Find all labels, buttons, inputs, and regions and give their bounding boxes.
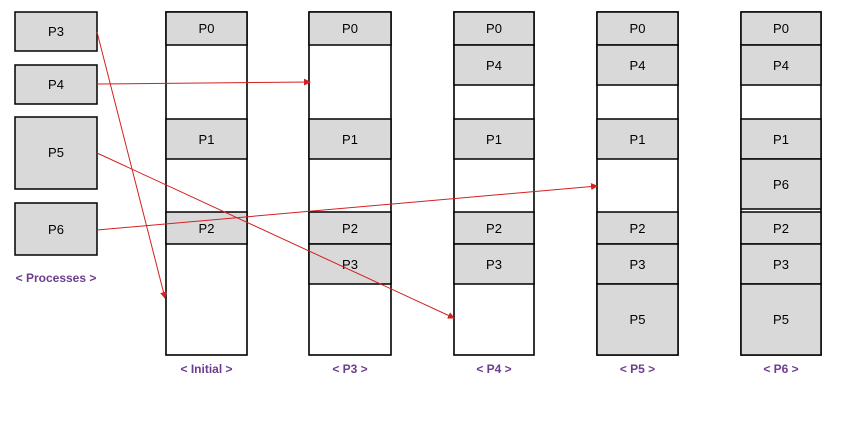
block-label: P1 [630,132,646,147]
block-label: P1 [773,132,789,147]
arrow-p4-to-p3 [96,78,311,86]
process-p4-block [14,64,98,105]
block-label: P2 [773,221,789,236]
process-p5-label: P5 [48,145,64,160]
column-caption: < Initial > [180,362,232,376]
column-caption: < P3 > [332,362,367,376]
allocation-arrows [96,31,598,319]
block-label: P1 [199,132,215,147]
block-p3 [740,243,822,285]
block-label: P0 [199,21,215,36]
arrow-p5-to-p4 [96,152,455,319]
block-p1 [165,118,248,160]
block-p1 [453,118,535,160]
block-label: P0 [630,21,646,36]
process-p6-block [14,202,98,256]
column-caption: < P6 > [763,362,798,376]
arrow-p6-to-p5 [96,183,598,231]
block-p2 [596,211,679,245]
block-label: P4 [773,58,789,73]
block-label: P3 [773,257,789,272]
block-label: P5 [630,312,646,327]
column-caption: < P5 > [620,362,655,376]
block-p3 [453,243,535,285]
block-label: P1 [486,132,502,147]
block-label: P2 [199,221,215,236]
block-label: P0 [342,21,358,36]
block-label: P2 [630,221,646,236]
block-label: P4 [486,58,502,73]
memory-column-p4: P0 P4 P1 P2 P3 < P4 > [453,11,535,376]
memory-column-p3: P0 P1 P2 P3 < P3 > [308,11,392,376]
process-p3-block [14,11,98,52]
arrow-p3-to-initial [96,31,167,299]
block-p3 [308,243,392,285]
column-caption: < P4 > [476,362,511,376]
block-p2 [308,211,392,245]
block-p0 [308,11,392,46]
block-label: P3 [630,257,646,272]
memory-column-p6: P0 P4 P1 P6 P2 P3 P5 < P6 > [740,11,822,376]
processes-caption: < Processes > [16,271,97,285]
process-p3-label: P3 [48,24,64,39]
process-p6-label: P6 [48,222,64,237]
block-p0 [453,11,535,46]
memory-frame [308,11,392,356]
block-p5 [740,283,822,356]
block-p1 [740,118,822,160]
block-p2 [453,211,535,245]
block-p0 [740,11,822,46]
block-p4 [596,44,679,86]
block-p6 [740,158,822,210]
block-p4 [453,44,535,86]
block-label: P2 [486,221,502,236]
memory-column-initial: P0 P1 P2 < Initial > [165,11,248,376]
process-p4-label: P4 [48,77,64,92]
block-p0 [596,11,679,46]
block-p3 [596,243,679,285]
block-p1 [596,118,679,160]
block-p1 [308,118,392,160]
memory-frame [165,11,248,356]
process-queue: P3 P4 P5 P6 < Processes > [14,11,98,285]
block-label: P0 [486,21,502,36]
block-label: P0 [773,21,789,36]
block-p0 [165,11,248,46]
block-label: P5 [773,312,789,327]
process-p5-block [14,116,98,190]
block-label: P1 [342,132,358,147]
block-label: P4 [630,58,646,73]
block-p2 [165,211,248,245]
block-p4 [740,44,822,86]
block-label: P2 [342,221,358,236]
block-p5 [596,283,679,356]
block-label: P6 [773,177,789,192]
memory-column-p5: P0 P4 P1 P2 P3 P5 < P5 > [596,11,679,376]
block-label: P3 [486,257,502,272]
